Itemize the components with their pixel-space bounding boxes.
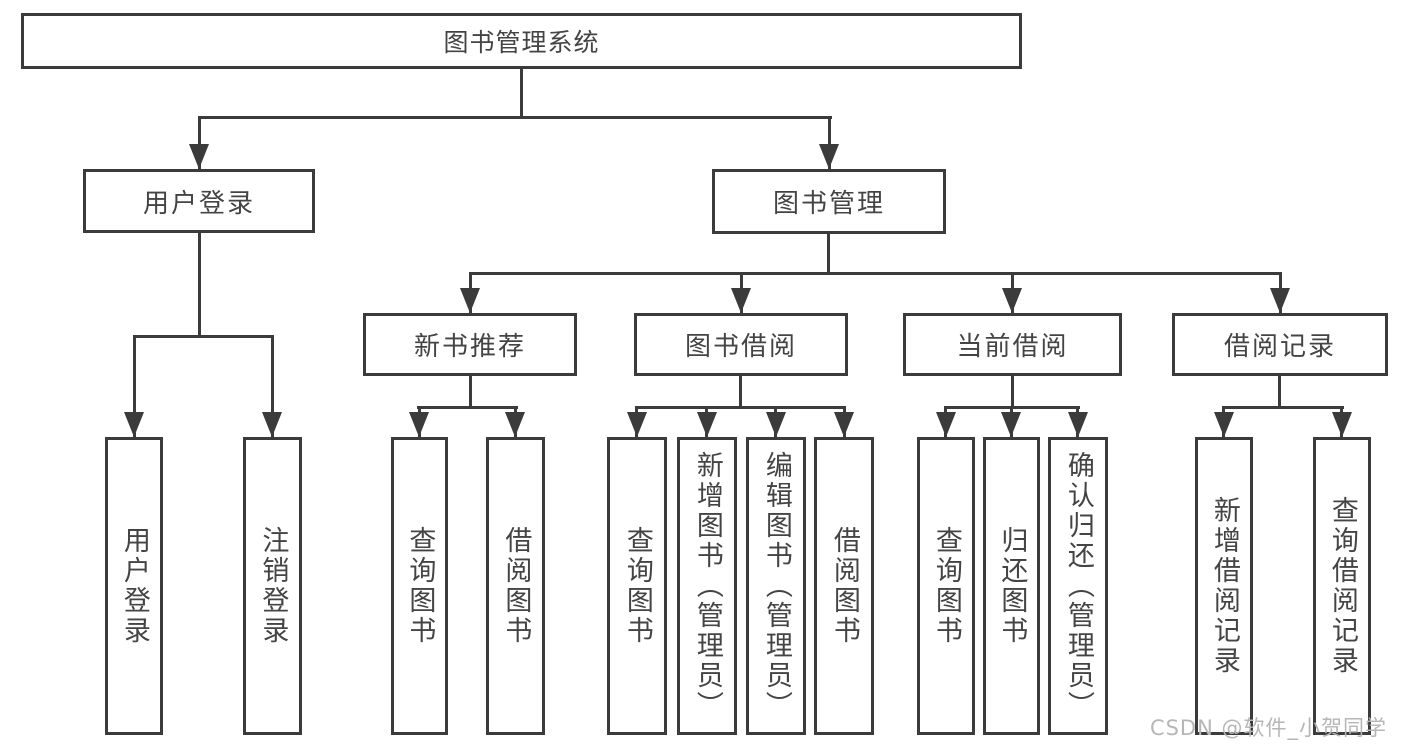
connector-module-hline	[1222, 406, 1344, 409]
leaf-query-books-recommend: 查询图书	[391, 437, 448, 735]
arrowhead-down-icon	[936, 412, 956, 437]
arrowhead-down-icon	[819, 144, 839, 169]
leaf-query-borrow-record: 查询借阅记录	[1313, 437, 1371, 735]
node-borrowing-records: 借阅记录	[1172, 313, 1388, 376]
arrowhead-down-icon	[505, 412, 525, 437]
arrowhead-down-icon	[627, 412, 647, 437]
node-label: 图书管理	[772, 189, 885, 219]
arrowhead-down-icon	[1270, 288, 1290, 313]
leaf-borrow-books-borrowing: 借阅图书	[814, 437, 874, 735]
arrowhead-down-icon	[262, 412, 282, 437]
connector-drop-leaf	[271, 335, 274, 437]
arrowhead-down-icon	[731, 288, 751, 313]
csdn-watermark: CSDN @软件_小贺同学	[1149, 716, 1387, 740]
connector-level2-hline	[469, 272, 1282, 275]
connector-drop-leaf	[133, 335, 136, 437]
leaf-label: 注销登录	[257, 526, 289, 646]
arrowhead-down-icon	[697, 412, 717, 437]
arrowhead-down-icon	[460, 288, 480, 313]
connector-module-stem	[739, 375, 742, 408]
connector-module-stem	[469, 375, 472, 408]
node-label: 新书推荐	[413, 332, 526, 362]
arrowhead-down-icon	[834, 412, 854, 437]
node-book-management: 图书管理	[712, 169, 946, 234]
connector-module-stem	[1011, 375, 1014, 408]
arrowhead-down-icon	[189, 144, 209, 169]
node-label: 图书借阅	[684, 332, 797, 362]
connector-drop-user-login	[198, 116, 201, 169]
leaf-label: 查询图书	[621, 526, 653, 646]
node-book-borrowing: 图书借阅	[634, 313, 848, 376]
leaf-label: 用户登录	[118, 526, 150, 646]
connector-drop-book-management	[828, 116, 831, 169]
node-label: 用户登录	[142, 188, 255, 219]
node-new-book-recommendation: 新书推荐	[363, 313, 577, 376]
arrowhead-down-icon	[1214, 412, 1234, 437]
leaf-add-borrow-record: 新增借阅记录	[1195, 437, 1253, 735]
leaf-query-books-current: 查询图书	[917, 437, 975, 735]
leaf-label: 新增借阅记录	[1208, 496, 1240, 676]
arrowhead-down-icon	[766, 412, 786, 437]
leaf-edit-books-admin: 编辑图书（管理员）	[746, 437, 806, 735]
leaf-label: 借阅图书	[828, 526, 860, 646]
arrowhead-down-icon	[1068, 412, 1088, 437]
node-current-borrowing: 当前借阅	[903, 313, 1122, 376]
leaf-label: 新增图书（管理员）	[691, 451, 723, 721]
connector-root-stem	[520, 68, 523, 118]
arrowhead-down-icon	[409, 412, 429, 437]
leaf-label: 归还图书	[996, 526, 1028, 646]
leaf-borrow-books-recommend: 借阅图书	[486, 437, 545, 735]
leaf-add-books-admin: 新增图书（管理员）	[677, 437, 737, 735]
leaf-label: 编辑图书（管理员）	[760, 451, 792, 721]
connector-module-hline	[417, 406, 518, 409]
leaf-confirm-return-admin: 确认归还（管理员）	[1048, 437, 1108, 735]
leaf-label: 确认归还（管理员）	[1062, 451, 1094, 721]
leaf-label: 查询图书	[404, 526, 436, 646]
leaf-logout: 注销登录	[243, 437, 302, 735]
leaf-label: 借阅图书	[500, 526, 532, 646]
connector-user-login-stem	[198, 233, 201, 337]
leaf-user-login: 用户登录	[105, 437, 163, 735]
leaf-return-books: 归还图书	[983, 437, 1040, 735]
connector-user-login-hline	[133, 335, 274, 338]
node-library-management-system: 图书管理系统	[21, 13, 1022, 69]
arrowhead-down-icon	[1001, 412, 1021, 437]
connector-book-management-stem	[827, 233, 830, 274]
connector-level1-hline	[198, 116, 832, 119]
node-label: 当前借阅	[956, 332, 1069, 362]
connector-module-stem	[1278, 375, 1281, 408]
arrowhead-down-icon	[124, 412, 144, 437]
node-user-login: 用户登录	[83, 169, 315, 233]
arrowhead-down-icon	[1002, 288, 1022, 313]
arrowhead-down-icon	[1332, 412, 1352, 437]
leaf-label: 查询借阅记录	[1326, 496, 1358, 676]
node-label: 图书管理系统	[443, 28, 600, 57]
node-label: 借阅记录	[1223, 332, 1336, 362]
leaf-label: 查询图书	[930, 526, 962, 646]
connector-module-hline	[635, 406, 846, 409]
leaf-query-books-borrowing: 查询图书	[607, 437, 667, 735]
